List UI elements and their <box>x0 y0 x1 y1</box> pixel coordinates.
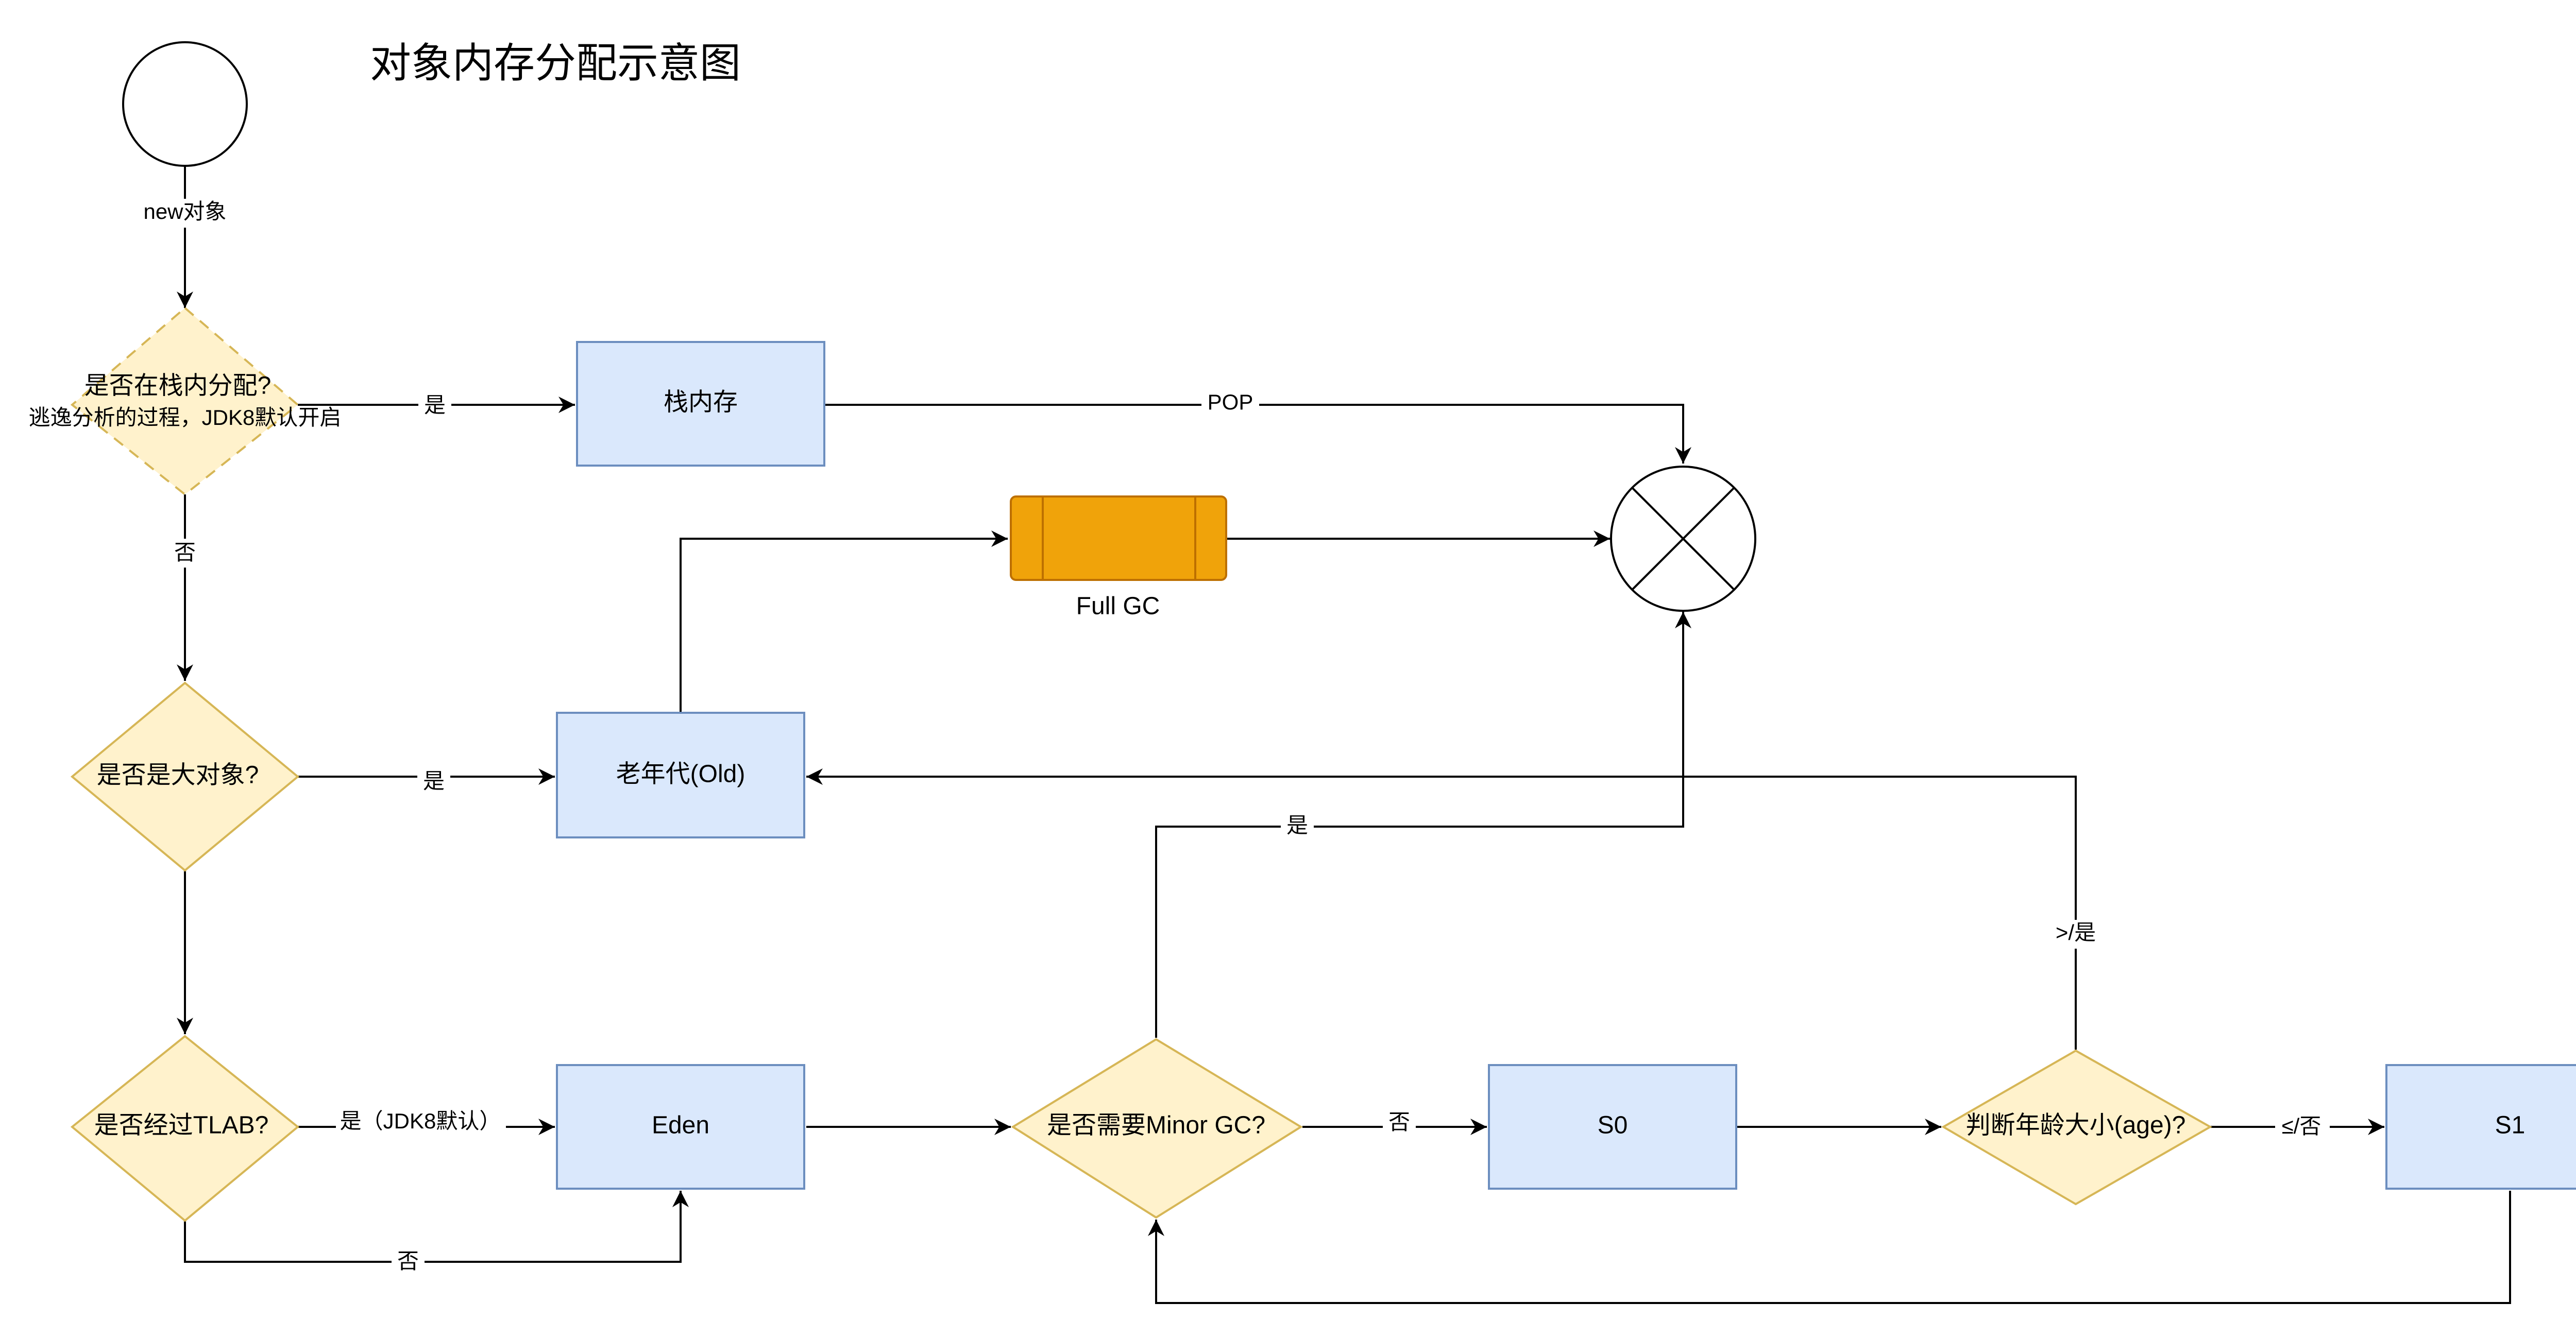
stack-check-node: 是否在栈内分配? 逃逸分析的过程，JDK8默认开启 <box>29 306 342 496</box>
s1-node: S1 <box>2385 1064 2576 1190</box>
minor-gc-label: 是否需要Minor GC? <box>1047 1112 1265 1139</box>
eden-label: Eden <box>652 1112 709 1139</box>
stack-memory-label: 栈内存 <box>664 389 738 416</box>
old-gen-label: 老年代(Old) <box>616 761 745 788</box>
edge-age-gt <box>806 768 2077 1050</box>
label-minor-yes: 是 <box>1286 813 1308 837</box>
tlab-label: 是否经过TLAB? <box>94 1112 269 1139</box>
stack-check-label: 是否在栈内分配? <box>84 372 272 400</box>
s1-label: S1 <box>2495 1112 2526 1139</box>
label-big-yes: 是 <box>423 769 445 793</box>
minor-gc-shape <box>1011 1038 1303 1219</box>
age-check-shape <box>1941 1049 2213 1206</box>
end-cross-line-b <box>1631 487 1735 591</box>
full-gc-node: Full GC <box>1010 495 1227 620</box>
tlab-node: 是否经过TLAB? <box>70 1035 300 1222</box>
eden-box <box>556 1064 805 1190</box>
s0-box <box>1488 1064 1737 1190</box>
old-gen-box <box>556 712 805 838</box>
old-gen-node: 老年代(Old) <box>556 712 805 838</box>
full-gc-box <box>1010 495 1227 581</box>
big-object-label: 是否是大对象? <box>97 762 259 789</box>
label-age-le: ≤/否 <box>2282 1114 2321 1138</box>
edge-tlab-no <box>184 1191 689 1263</box>
full-gc-label: Full GC <box>1076 593 1160 620</box>
edge-pop <box>824 404 1691 464</box>
s0-label: S0 <box>1598 1112 1628 1139</box>
label-tlab-yes: 是（JDK8默认） <box>340 1109 501 1133</box>
s1-box <box>2385 1064 2576 1190</box>
big-object-node: 是否是大对象? <box>70 681 300 872</box>
label-stack-no: 否 <box>174 540 196 564</box>
age-check-node: 判断年龄大小(age)? <box>1941 1049 2213 1206</box>
start-node <box>122 41 248 167</box>
diagram-title: 对象内存分配示意图 <box>370 40 741 86</box>
minor-gc-node: 是否需要Minor GC? <box>1011 1038 1303 1219</box>
end-node <box>1610 466 1756 612</box>
label-age-gt: >/是 <box>2056 920 2096 945</box>
edge-s1-loop <box>1148 1191 2511 1304</box>
age-check-label: 判断年龄大小(age)? <box>1966 1112 2186 1139</box>
label-tlab-no: 否 <box>397 1249 419 1273</box>
edge-labels: new对象 是 POP 否 是 是（JDK8默认） 否 是 否 >/是 ≤/否 <box>135 199 2330 1276</box>
label-stack-yes: 是 <box>424 393 446 417</box>
eden-node: Eden <box>556 1064 805 1190</box>
stack-check-shape <box>70 306 300 496</box>
label-minor-no: 否 <box>1388 1110 1410 1134</box>
s0-node: S0 <box>1488 1064 1737 1190</box>
big-object-shape <box>70 681 300 872</box>
label-new-object: new对象 <box>143 199 226 224</box>
edge-old-to-fullgc <box>680 530 1008 713</box>
stack-memory-box <box>576 341 825 467</box>
stack-check-sublabel: 逃逸分析的过程，JDK8默认开启 <box>29 405 342 430</box>
tlab-shape <box>70 1035 300 1222</box>
label-pop: POP <box>1208 390 1253 414</box>
edge-minor-yes <box>1155 612 1691 1038</box>
stack-memory-node: 栈内存 <box>576 341 825 467</box>
